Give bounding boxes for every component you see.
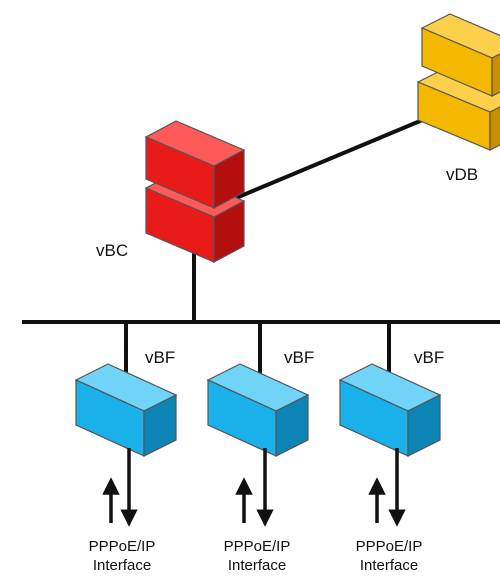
interface-2-line2: Interface (228, 557, 286, 574)
vdb-label: vDB (446, 165, 478, 184)
interface-3-line1: PPPoE/IP (356, 538, 423, 555)
interface-3-line2: Interface (360, 557, 418, 574)
vbf-1-label: vBF (145, 348, 175, 367)
vbc-vdb-link (233, 113, 435, 201)
vbc-node (144, 120, 246, 263)
vbf-node-1 (74, 363, 178, 457)
vbf-node-2 (206, 363, 310, 457)
connections (22, 113, 500, 380)
vbc-box-upper (144, 120, 246, 209)
vbf-3-arrows (368, 448, 406, 527)
vbf-2-label: vBF (284, 348, 314, 367)
vbc-label: vBC (96, 241, 128, 260)
interface-1-line2: Interface (93, 557, 151, 574)
vbf-2-arrows (235, 448, 274, 527)
interface-1-line1: PPPoE/IP (89, 538, 156, 555)
vbf-3-label: vBF (414, 348, 444, 367)
vbf-node-3 (338, 363, 442, 457)
vdb-node (416, 13, 500, 151)
vdb-box-lower (416, 67, 500, 151)
interface-2-line1: PPPoE/IP (224, 538, 291, 555)
vdb-box-upper (420, 13, 500, 97)
vbf-1-arrows (102, 448, 138, 527)
